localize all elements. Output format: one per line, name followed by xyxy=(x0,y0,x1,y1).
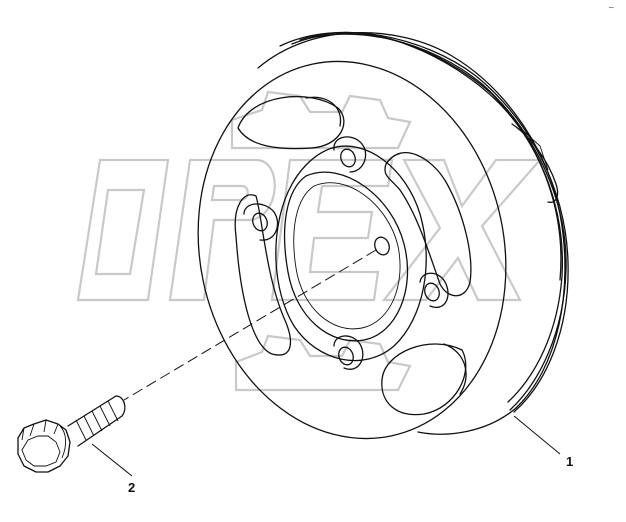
watermark-logo xyxy=(76,90,543,392)
assembly-line xyxy=(123,249,377,401)
corner-mark: ~ xyxy=(608,3,615,12)
callout-2-label: 2 xyxy=(128,480,135,495)
callout-2-leader xyxy=(91,443,133,477)
crankshaft-pulley xyxy=(197,31,569,440)
callout-1-label: 1 xyxy=(566,454,573,469)
pulley-bolt xyxy=(17,395,126,473)
callout-1-leader xyxy=(513,415,561,455)
